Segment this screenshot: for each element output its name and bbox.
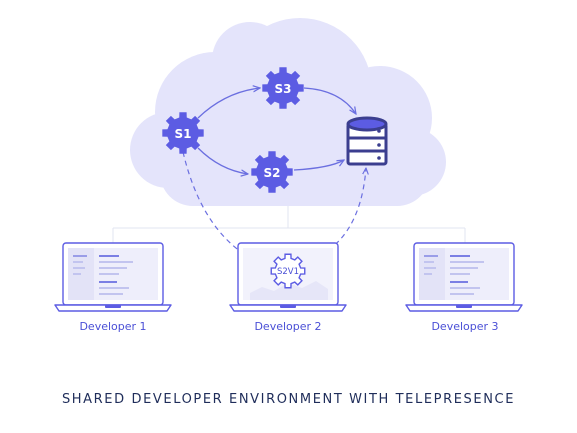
arrow-s2-to-db [293,160,344,171]
svg-text:S3: S3 [275,82,292,96]
cloud-shape [130,18,446,206]
arrow-s1-to-s3 [197,88,260,119]
service-arrows [197,87,356,174]
arrow-s3-to-db [303,87,356,114]
developer-2-label: Developer 2 [254,320,321,333]
gear-icon [162,112,204,154]
laptop-developer-3 [405,242,523,312]
gear-icon [262,67,304,109]
arrow-s1-to-s2 [197,147,248,174]
network-lines [112,206,466,244]
database-icon [346,116,388,166]
developer-1-label: Developer 1 [79,320,146,333]
svg-text:S2: S2 [264,166,281,180]
developer-3-label: Developer 3 [431,320,498,333]
gear-s2v1: S2V1 [270,253,306,289]
svg-text:S2V1: S2V1 [277,267,299,277]
svg-text:S1: S1 [175,127,192,141]
laptop-developer-1 [54,242,172,312]
gear-s3: S3 [262,67,304,109]
gear-s2: S2 [251,151,293,193]
gear-icon [270,253,306,289]
diagram-title: SHARED DEVELOPER ENVIRONMENT WITH TELEPR… [61,392,516,407]
gear-s1: S1 [162,112,204,154]
gear-icon [251,151,293,193]
